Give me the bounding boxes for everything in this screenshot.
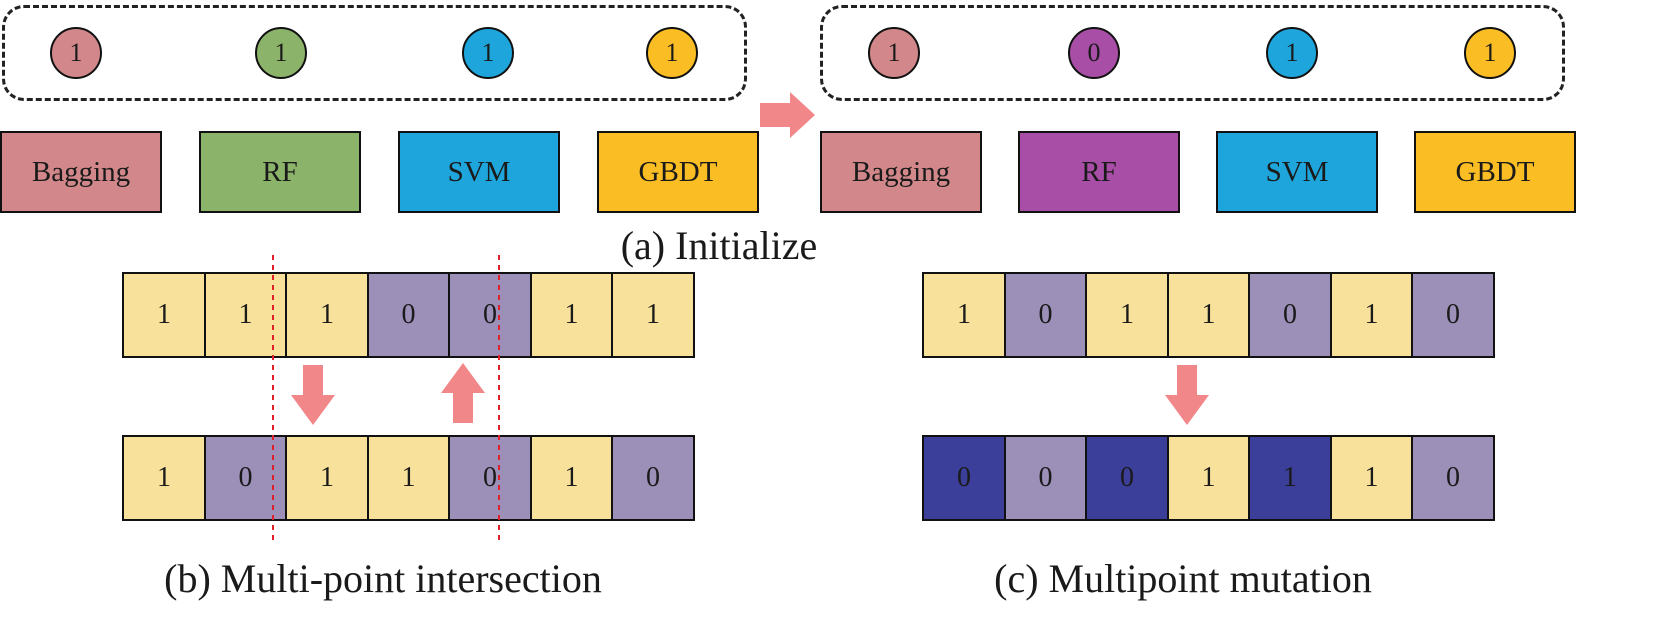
gene-cell: 1 bbox=[1329, 435, 1414, 521]
gene-cell: 0 bbox=[1085, 435, 1169, 521]
gene-cell: 0 bbox=[1003, 272, 1088, 358]
gene-circle: 1 bbox=[1266, 27, 1318, 79]
gene-cell: 1 bbox=[529, 435, 614, 521]
gene-cell: 0 bbox=[611, 435, 695, 521]
gene-cell: 1 bbox=[922, 272, 1006, 358]
chromosome-after-box bbox=[820, 5, 1565, 101]
gene-circle: 0 bbox=[1068, 27, 1120, 79]
gene-cell: 0 bbox=[1003, 435, 1088, 521]
gene-cell: 1 bbox=[285, 435, 369, 521]
model-box-gbdt: GBDT bbox=[1414, 131, 1576, 213]
gene-cell: 1 bbox=[529, 272, 614, 358]
gene-cell: 1 bbox=[122, 435, 206, 521]
gene-cell: 1 bbox=[1166, 435, 1251, 521]
gene-circle: 1 bbox=[1464, 27, 1516, 79]
model-box-rf: RF bbox=[1018, 131, 1180, 213]
gene-cell: 1 bbox=[203, 272, 288, 358]
caption-multi-point-intersection: (b) Multi-point intersection bbox=[164, 556, 602, 601]
gene-cell: 1 bbox=[1248, 435, 1332, 521]
down-arrow-icon bbox=[1165, 365, 1209, 425]
model-box-svm: SVM bbox=[1216, 131, 1378, 213]
caption-multipoint-mutation: (c) Multipoint mutation bbox=[994, 556, 1372, 601]
model-box-bagging: Bagging bbox=[0, 131, 162, 213]
right-arrow-icon bbox=[760, 92, 815, 138]
model-box-rf: RF bbox=[199, 131, 361, 213]
model-box-bagging: Bagging bbox=[820, 131, 982, 213]
gene-circle: 1 bbox=[50, 27, 102, 79]
down-arrow-icon bbox=[291, 365, 335, 425]
gene-cell: 0 bbox=[1411, 435, 1495, 521]
gene-cell: 1 bbox=[366, 435, 451, 521]
up-arrow-icon bbox=[441, 363, 485, 423]
gene-cell: 1 bbox=[1329, 272, 1414, 358]
model-box-gbdt: GBDT bbox=[597, 131, 759, 213]
gene-cell: 1 bbox=[285, 272, 369, 358]
gene-cell: 0 bbox=[1248, 272, 1332, 358]
chromosome-before-box bbox=[2, 5, 747, 101]
caption-initialize: (a) Initialize bbox=[620, 223, 818, 268]
gene-cell: 0 bbox=[922, 435, 1006, 521]
gene-cell: 1 bbox=[1166, 272, 1251, 358]
gene-circle: 1 bbox=[255, 27, 307, 79]
gene-cell: 1 bbox=[611, 272, 695, 358]
gene-circle: 1 bbox=[462, 27, 514, 79]
gene-cell: 0 bbox=[448, 272, 532, 358]
model-box-svm: SVM bbox=[398, 131, 560, 213]
gene-cell: 0 bbox=[1411, 272, 1495, 358]
gene-circle: 1 bbox=[646, 27, 698, 79]
gene-circle: 1 bbox=[868, 27, 920, 79]
